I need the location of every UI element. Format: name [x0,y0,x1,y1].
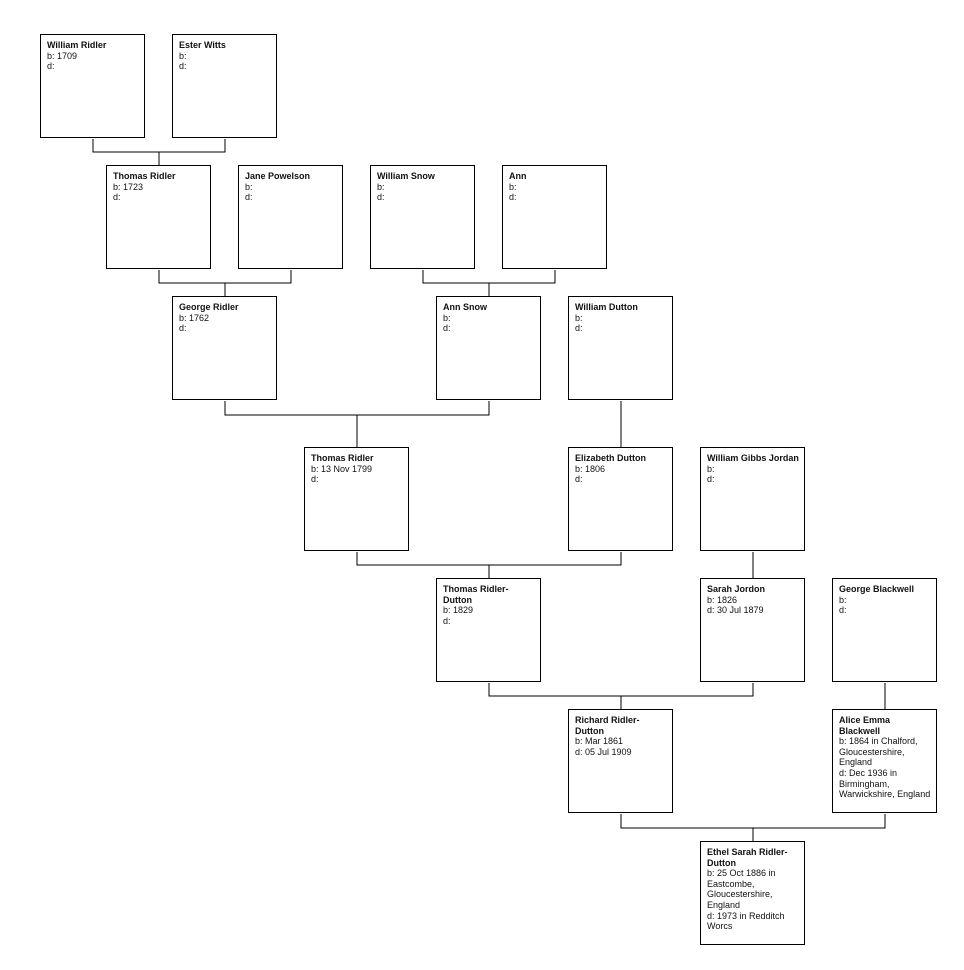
death-info: d: [575,323,583,334]
death-info: d: [179,323,187,334]
death-info: d: [509,192,517,203]
birth-info: b: [245,181,253,192]
connector-family-1 [92,139,226,165]
death-info: d: [707,474,715,485]
birth-info: b: 1762 [179,312,210,323]
death-info: d: 05 Jul 1909 [575,746,632,757]
birth-info: b: [707,463,715,474]
person-name: Ann [509,171,527,181]
death-info: d: [47,61,55,72]
birth-info: b: 1826 [707,594,738,605]
death-info: d: [179,61,187,72]
birth-info: b: [179,50,187,61]
death-info: d: [443,323,451,334]
death-info: d: [245,192,253,203]
birth-info: b: [509,181,517,192]
death-info: d: [377,192,385,203]
person-name: Thomas Ridler [311,453,374,463]
death-info: d: 1973 in Redditch Worcs [707,910,785,932]
person-name: William Dutton [575,302,638,312]
birth-info: b: 1864 in Chalford, Gloucestershire, En… [839,736,918,768]
death-info: d: [443,615,451,626]
person-name: George Ridler [179,302,239,312]
death-info: d: 30 Jul 1879 [707,605,764,616]
birth-info: b: 1723 [113,181,144,192]
person-name: Alice Emma Blackwell [839,715,891,736]
person-name: Thomas Ridler [113,171,176,181]
birth-info: b: 25 Oct 1886 in Eastcombe, Gloucesters… [707,868,776,910]
person-name: Ann Snow [443,302,487,312]
person-name: Ester Witts [179,40,226,50]
person-name: William Ridler [47,40,107,50]
birth-info: b: 1829 [443,605,474,616]
connector-family-8 [488,683,754,709]
person-name: Ethel Sarah Ridler-Dutton [707,847,788,868]
birth-info: b: [377,181,385,192]
death-info: d: [575,474,583,485]
birth-info: b: [443,312,451,323]
connector-family-10 [620,814,886,841]
connector-family-2 [158,270,292,296]
connector-family-3 [422,270,556,296]
person-name: Sarah Jordon [707,584,766,594]
birth-info: b: [839,594,847,605]
death-info: d: [839,605,847,616]
birth-info: b: 13 Nov 1799 [311,463,373,474]
person-name: William Snow [377,171,435,181]
person-name: Jane Powelson [245,171,311,181]
death-info: d: Dec 1936 in Birmingham, Warwickshire,… [839,767,931,800]
death-info: d: [311,474,319,485]
person-name: Elizabeth Dutton [575,453,646,463]
birth-info: b: [575,312,583,323]
death-info: d: [113,192,121,203]
birth-info: b: Mar 1861 [575,736,624,747]
person-name: Thomas Ridler-Dutton [443,584,509,605]
birth-info: b: 1709 [47,50,78,61]
birth-info: b: 1806 [575,463,606,474]
connector-family-4 [224,401,490,447]
connector-family-6 [356,552,622,578]
person-name: William Gibbs Jordan [707,453,799,463]
person-name: Richard Ridler-Dutton [575,715,640,736]
person-name: George Blackwell [839,584,915,594]
